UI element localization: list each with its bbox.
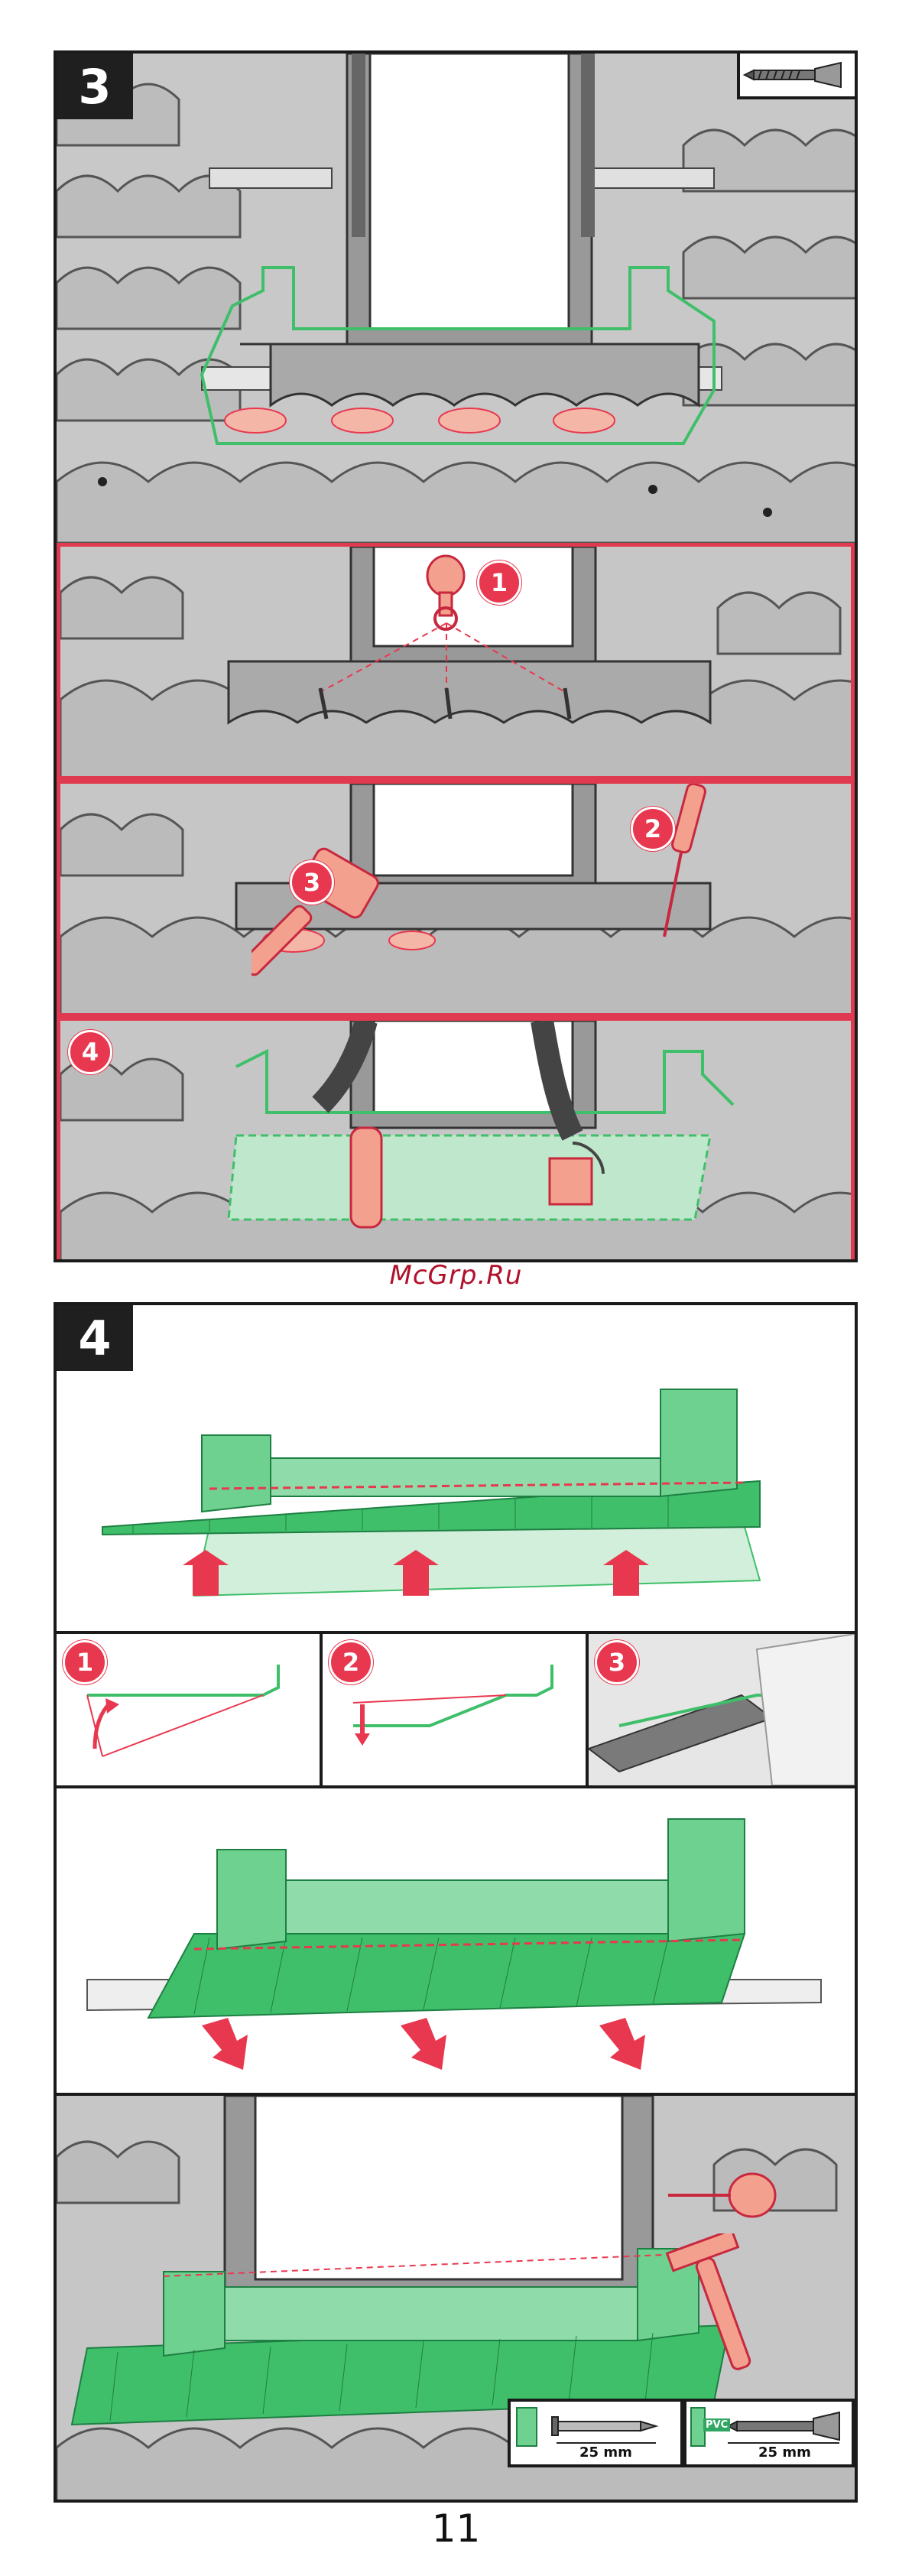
pvc-tag: PVC <box>703 2418 730 2431</box>
screw-icon <box>740 54 855 96</box>
sub-step-1-badge: 1 <box>477 560 521 605</box>
step-4-panel-fix: 25 mm PVC 25 mm <box>57 2096 855 2503</box>
brush-icon <box>336 1120 397 1235</box>
step-4-sub-3-badge: 3 <box>595 1640 639 1684</box>
step-3-panel-overview <box>57 54 855 543</box>
hammer-icon <box>660 2233 775 2386</box>
screwdriver-icon <box>668 2165 783 2233</box>
step-4-badge: 4 <box>57 1305 133 1371</box>
step-3-panel-1: 1 <box>57 543 855 780</box>
step-4-frame: 4 <box>54 1302 858 2503</box>
screw-length-label: 25 mm <box>758 2444 811 2461</box>
step-3-panel-2-3: 2 3 <box>57 780 855 1017</box>
sub-step-2-badge: 2 <box>631 807 675 851</box>
glove-icon <box>534 1135 611 1220</box>
nail-icon <box>511 2405 680 2451</box>
step-4-subpanel-2: 2 <box>323 1634 589 1785</box>
step-4-subpanel-3: 3 <box>589 1634 855 1785</box>
flashing-insert-illustration <box>57 1305 855 1631</box>
sealing-illustration <box>60 1021 855 1262</box>
roof-overview-illustration <box>57 54 855 543</box>
step-4-panel-lower <box>57 1788 855 2096</box>
screw-icon-box <box>737 54 855 99</box>
step-4-panel-insert <box>57 1305 855 1634</box>
nail-legend-box: 25 mm <box>508 2399 683 2467</box>
flashing-lower-illustration <box>57 1788 855 2093</box>
step-4-panel-steps: 1 2 3 <box>57 1634 855 1788</box>
screwdriver-icon <box>412 554 481 638</box>
step-4-sub-2-badge: 2 <box>329 1640 373 1684</box>
step-4-subpanel-1: 1 <box>57 1634 323 1785</box>
step-4-sub-1-badge: 1 <box>63 1640 107 1684</box>
sub-step-3-badge: 3 <box>290 860 334 905</box>
nail-length-label: 25 mm <box>579 2444 632 2461</box>
step-3-panel-4: 4 <box>57 1017 855 1262</box>
watermark: McGrp.Ru <box>0 1260 912 1291</box>
screw-legend-box: PVC 25 mm <box>683 2399 855 2467</box>
page-number: 11 <box>0 2506 912 2551</box>
step-3-frame: 3 <box>54 50 858 1262</box>
step-3-badge: 3 <box>57 54 133 119</box>
nailing-illustration <box>60 784 855 1013</box>
sub-step-4-badge: 4 <box>68 1030 112 1074</box>
